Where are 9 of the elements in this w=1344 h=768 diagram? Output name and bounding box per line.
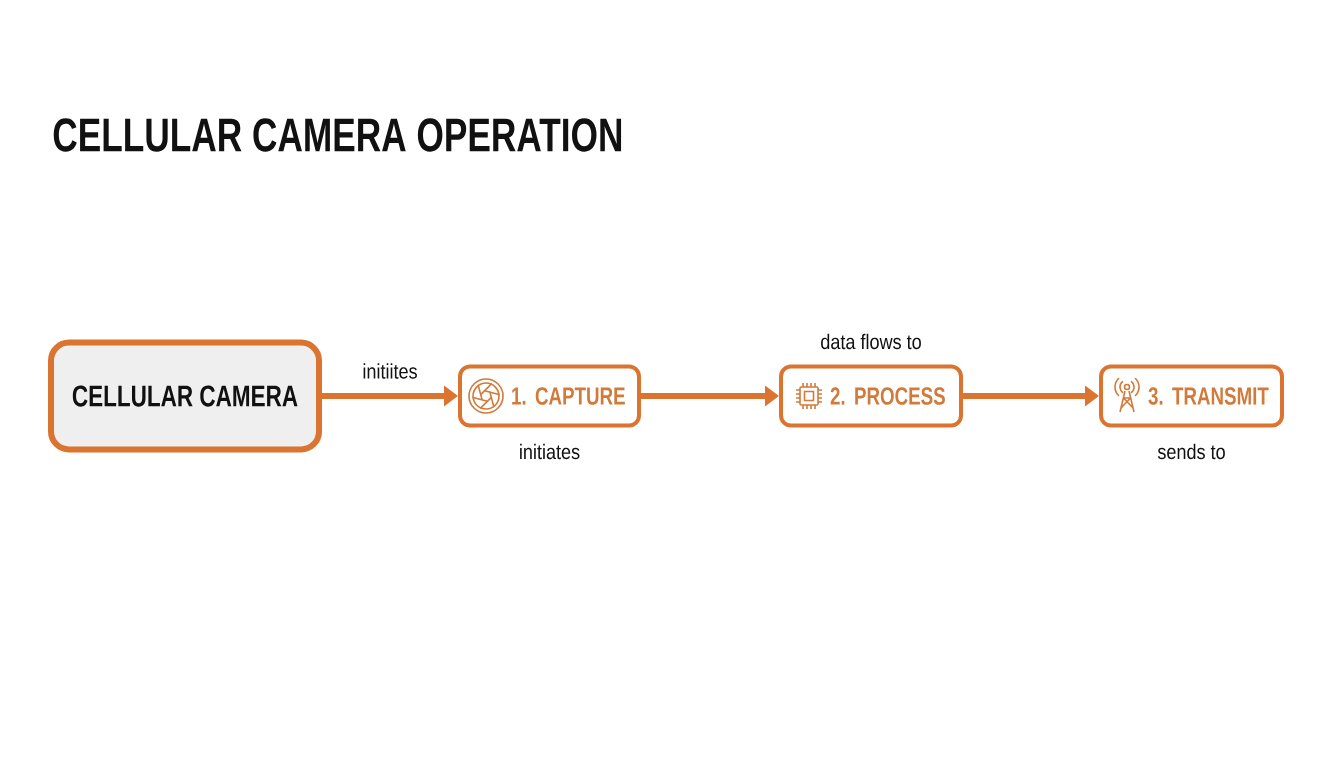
step-box: 1. CAPTURE	[458, 364, 641, 428]
node-caption: initiates	[520, 443, 580, 460]
title: CELLULAR CAMERA OPERATION	[53, 118, 622, 152]
node-caption: data flows to	[821, 333, 921, 350]
step-box: 2. PROCESS	[779, 364, 963, 428]
node-caption: sends to	[1157, 443, 1225, 460]
edge-label: initiites	[361, 361, 419, 381]
step-box: 3. TRANSMIT	[1099, 364, 1284, 428]
source-box: CELLULAR CAMERA	[48, 339, 322, 453]
